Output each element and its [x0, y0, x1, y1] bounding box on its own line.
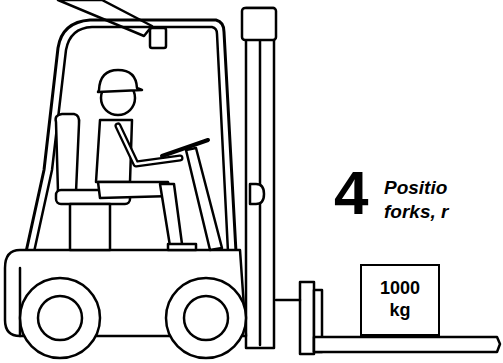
callout-pointer — [58, 0, 152, 36]
driver-shin — [160, 184, 182, 246]
mast — [246, 8, 274, 348]
load-weight: 1000 kg — [375, 278, 425, 321]
step-number: 4 — [334, 162, 368, 224]
chain-anchor — [250, 184, 264, 204]
rear-hub — [38, 296, 82, 340]
driver-foot — [168, 244, 196, 250]
seat-base — [70, 204, 110, 250]
warning-device — [150, 28, 166, 48]
rear-wheel — [20, 278, 100, 358]
overhead-guard-inner — [34, 27, 228, 252]
steering-column — [186, 148, 222, 250]
driver-arm-fill — [118, 126, 180, 164]
driver-arm-outline — [118, 126, 180, 164]
front-hub — [184, 296, 228, 340]
instruction-text: Positio forks, r — [384, 176, 470, 224]
fork-carriage — [300, 282, 314, 354]
front-wheel — [166, 278, 246, 358]
steering-wheel — [162, 140, 208, 156]
overhead-guard — [26, 20, 236, 252]
fork-blade — [314, 337, 500, 352]
load-box: 1000 kg — [360, 264, 440, 336]
carriage-bracket — [276, 299, 300, 302]
seat-back — [56, 114, 80, 192]
hard-hat — [98, 70, 142, 92]
mast-top — [242, 8, 276, 40]
